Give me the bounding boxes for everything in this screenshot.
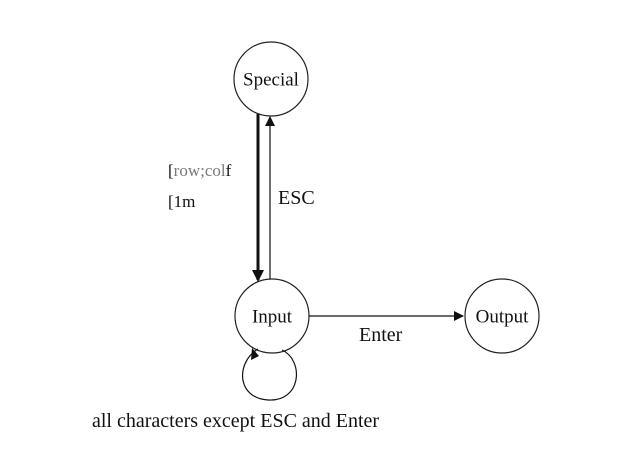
special-node-label: Special <box>243 69 299 91</box>
bold-sequence-label: [1m <box>168 192 196 211</box>
output-node-label: Output <box>475 306 529 328</box>
self-loop-caption: all characters except ESC and Enter <box>92 410 380 432</box>
input-node-label: Input <box>251 306 293 328</box>
seq-end: f <box>225 161 232 180</box>
enter-edge-label: Enter <box>359 324 403 346</box>
seq-col: col <box>204 161 226 180</box>
seq-bracket: [ <box>168 161 174 180</box>
input-self-loop-edge <box>242 348 297 401</box>
esc-edge-label: ESC <box>278 187 315 209</box>
cursor-position-sequence-label: [row;colf <box>168 162 231 179</box>
self-loop-arrowhead <box>251 348 259 360</box>
output-node <box>464 278 540 354</box>
seq-row: row; <box>173 161 205 180</box>
